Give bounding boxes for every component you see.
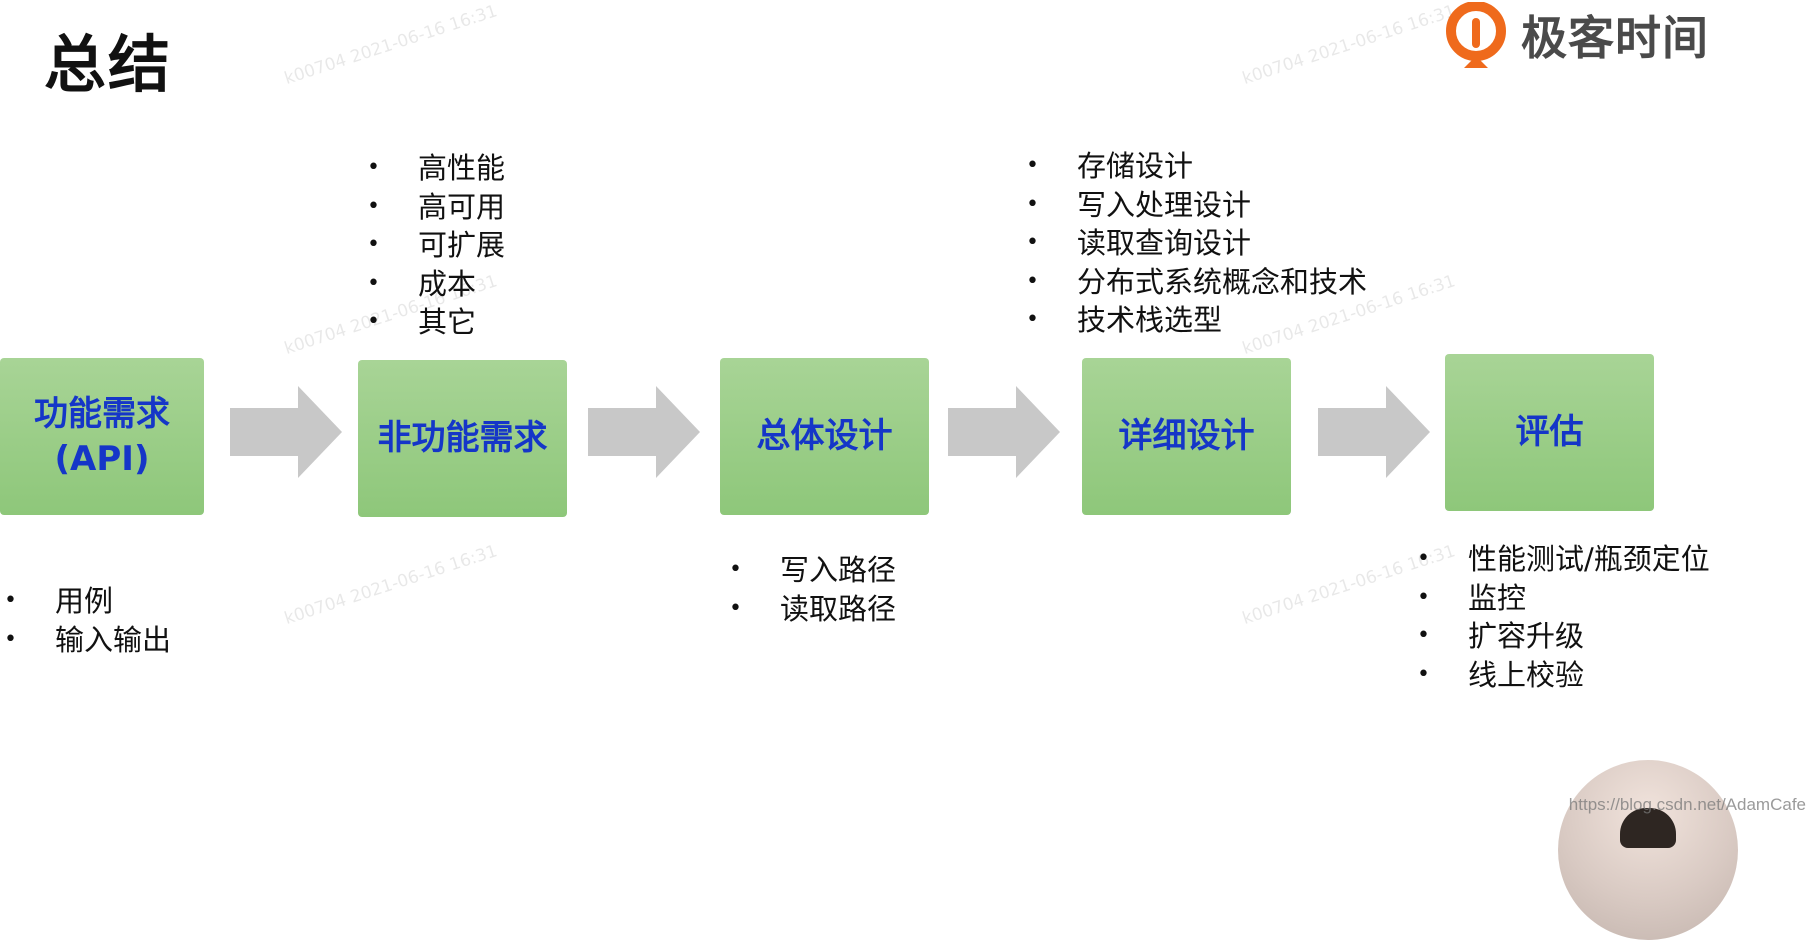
list-item: 输入输出: [0, 621, 171, 660]
arrow-right-icon: [230, 386, 342, 478]
arrow-right-icon: [948, 386, 1060, 478]
detailed-design-notes: 存储设计 写入处理设计 读取查询设计 分布式系统概念和技术 技术栈选型: [1022, 147, 1367, 340]
watermark: k00704 2021-06-16 16:31: [282, 1, 500, 90]
list-item: 分布式系统概念和技术: [1022, 263, 1367, 302]
footer-url: https://blog.csdn.net/AdamCafe: [1568, 795, 1806, 814]
list-item: 监控: [1413, 579, 1710, 618]
list-item: 读取查询设计: [1022, 224, 1367, 263]
stage-box-overall-design: 总体设计: [720, 358, 929, 515]
list-item: 其它: [363, 303, 505, 342]
stage-box-non-functional: 非功能需求: [358, 360, 567, 517]
list-item: 高性能: [363, 149, 505, 188]
watermark: k00704 2021-06-16 16:31: [1240, 1, 1458, 90]
stage-box-detailed-design: 详细设计: [1082, 358, 1291, 515]
list-item: 成本: [363, 265, 505, 304]
functional-notes: 用例 输入输出: [0, 582, 171, 659]
stage-label: 评估: [1515, 412, 1584, 453]
slide-title: 总结: [44, 28, 173, 101]
geektime-logo-icon: [1446, 2, 1506, 68]
arrow-right-icon: [588, 386, 700, 478]
list-item: 技术栈选型: [1022, 301, 1367, 340]
list-item: 可扩展: [363, 226, 505, 265]
list-item: 扩容升级: [1413, 617, 1710, 656]
presenter-avatar: [1558, 760, 1738, 940]
stage-label: 详细设计: [1118, 416, 1255, 457]
non-functional-notes: 高性能 高可用 可扩展 成本 其它: [363, 149, 505, 342]
stage-label: 总体设计: [756, 416, 893, 457]
list-item: 读取路径: [725, 590, 896, 629]
list-item: 写入路径: [725, 551, 896, 590]
brand-name: 极客时间: [1521, 11, 1709, 65]
stage-box-evaluation: 评估: [1445, 354, 1654, 511]
overall-design-notes: 写入路径 读取路径: [725, 551, 896, 628]
list-item: 高可用: [363, 188, 505, 227]
list-item: 用例: [0, 582, 171, 621]
list-item: 存储设计: [1022, 147, 1367, 186]
list-item: 线上校验: [1413, 656, 1710, 695]
stage-box-functional: 功能需求 (API): [0, 358, 204, 515]
watermark: k00704 2021-06-16 16:31: [282, 541, 500, 630]
stage-label: 非功能需求: [377, 418, 548, 459]
evaluation-notes: 性能测试/瓶颈定位 监控 扩容升级 线上校验: [1413, 540, 1710, 694]
list-item: 写入处理设计: [1022, 186, 1367, 225]
list-item: 性能测试/瓶颈定位: [1413, 540, 1710, 579]
brand-logo: 极客时间: [1445, 0, 1709, 70]
stage-label: 功能需求: [34, 394, 170, 435]
stage-label: (API): [54, 438, 150, 479]
arrow-right-icon: [1318, 386, 1430, 478]
